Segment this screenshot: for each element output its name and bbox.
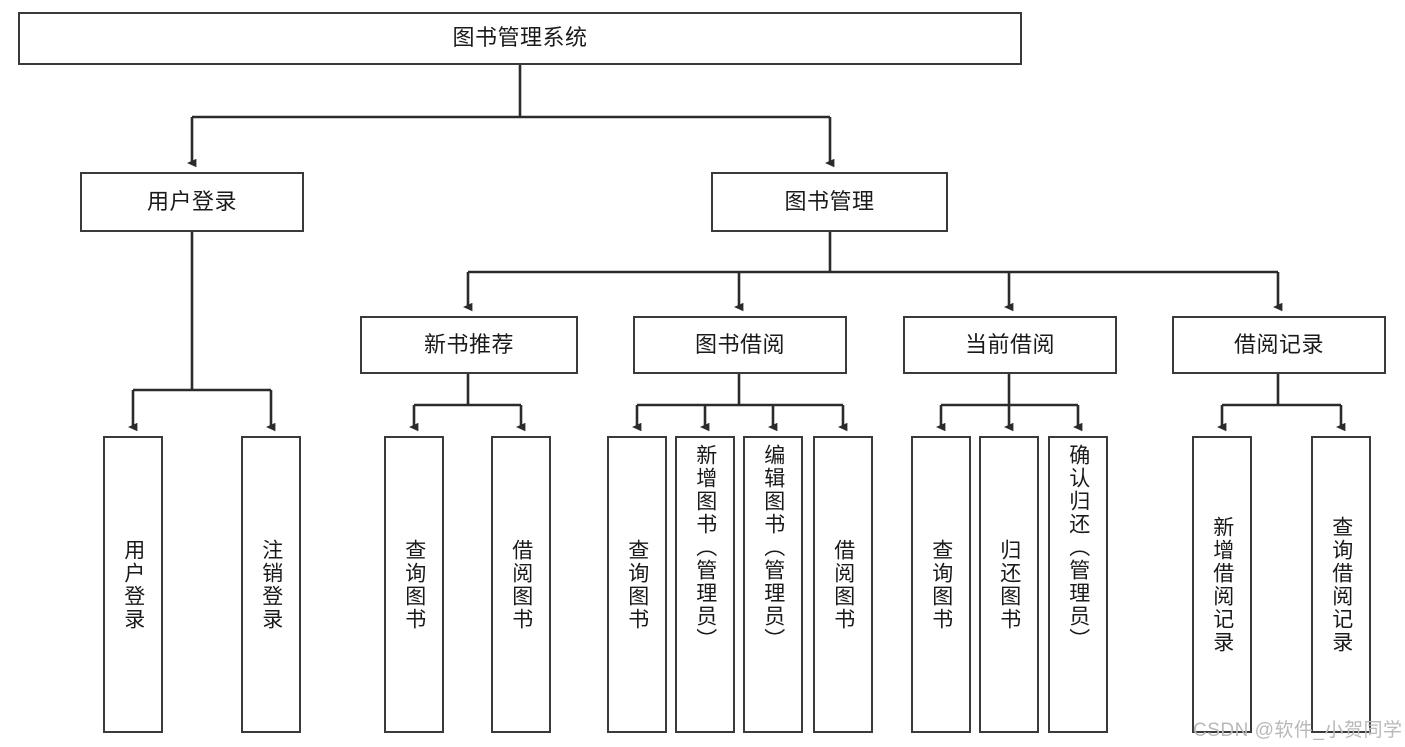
- leaf-node-user-login[interactable]: 用户登录: [103, 436, 163, 733]
- node-label: 归还图书: [997, 538, 1021, 631]
- leaf-node-add-book[interactable]: 新增图书（管理员）: [675, 436, 735, 733]
- node-user-login[interactable]: 用户登录: [80, 172, 304, 232]
- node-current-borrow[interactable]: 当前借阅: [903, 316, 1117, 374]
- edges-record-to-leaves: [1217, 374, 1346, 432]
- node-label: 借阅图书: [831, 538, 855, 631]
- node-label: 新增图书（管理员）: [693, 444, 717, 651]
- node-book-management[interactable]: 图书管理: [711, 172, 948, 232]
- node-label: 注销登录: [259, 538, 283, 631]
- edges-bookmgmt-to-level3: [463, 232, 1283, 312]
- node-label: 用户登录: [146, 188, 237, 214]
- leaf-node-borrow-book-borrow[interactable]: 借阅图书: [813, 436, 873, 733]
- node-label: 编辑图书（管理员）: [761, 444, 785, 651]
- node-root-system[interactable]: 图书管理系统: [18, 12, 1022, 65]
- edges-borrow-to-leaves: [632, 374, 848, 432]
- node-label: 借阅图书: [509, 538, 533, 631]
- edges-newbook-to-leaves: [409, 374, 526, 432]
- leaf-node-query-book-newbook[interactable]: 查询图书: [384, 436, 444, 733]
- leaf-node-query-borrow-record[interactable]: 查询借阅记录: [1311, 436, 1371, 733]
- leaf-node-edit-book[interactable]: 编辑图书（管理员）: [743, 436, 803, 733]
- node-label: 图书管理: [784, 188, 875, 214]
- node-label: 确认归还（管理员）: [1066, 444, 1090, 651]
- node-label: 查询图书: [402, 538, 426, 631]
- leaf-node-add-borrow-record[interactable]: 新增借阅记录: [1192, 436, 1252, 733]
- node-label: 查询图书: [625, 538, 649, 631]
- node-new-book-recommend[interactable]: 新书推荐: [360, 316, 578, 374]
- node-label: 查询借阅记录: [1329, 515, 1353, 654]
- leaf-node-return-book[interactable]: 归还图书: [979, 436, 1039, 733]
- edges-root-to-level2: [187, 65, 835, 168]
- node-label: 图书借阅: [694, 331, 785, 357]
- node-borrow-record[interactable]: 借阅记录: [1172, 316, 1386, 374]
- leaf-node-confirm-return[interactable]: 确认归还（管理员）: [1048, 436, 1108, 733]
- leaf-node-borrow-book-newbook[interactable]: 借阅图书: [491, 436, 551, 733]
- leaf-node-query-book-borrow[interactable]: 查询图书: [607, 436, 667, 733]
- node-label: 用户登录: [121, 538, 145, 631]
- node-label: 图书管理系统: [452, 25, 588, 51]
- node-label: 新增借阅记录: [1210, 515, 1234, 654]
- node-label: 查询图书: [929, 538, 953, 631]
- node-label: 借阅记录: [1233, 331, 1324, 357]
- node-book-borrow[interactable]: 图书借阅: [633, 316, 847, 374]
- node-label: 新书推荐: [423, 331, 514, 357]
- leaf-node-user-logout[interactable]: 注销登录: [241, 436, 301, 733]
- leaf-node-query-book-current[interactable]: 查询图书: [911, 436, 971, 733]
- node-label: 当前借阅: [964, 331, 1055, 357]
- edges-current-to-leaves: [936, 374, 1083, 432]
- edges-login-to-leaves: [128, 232, 276, 432]
